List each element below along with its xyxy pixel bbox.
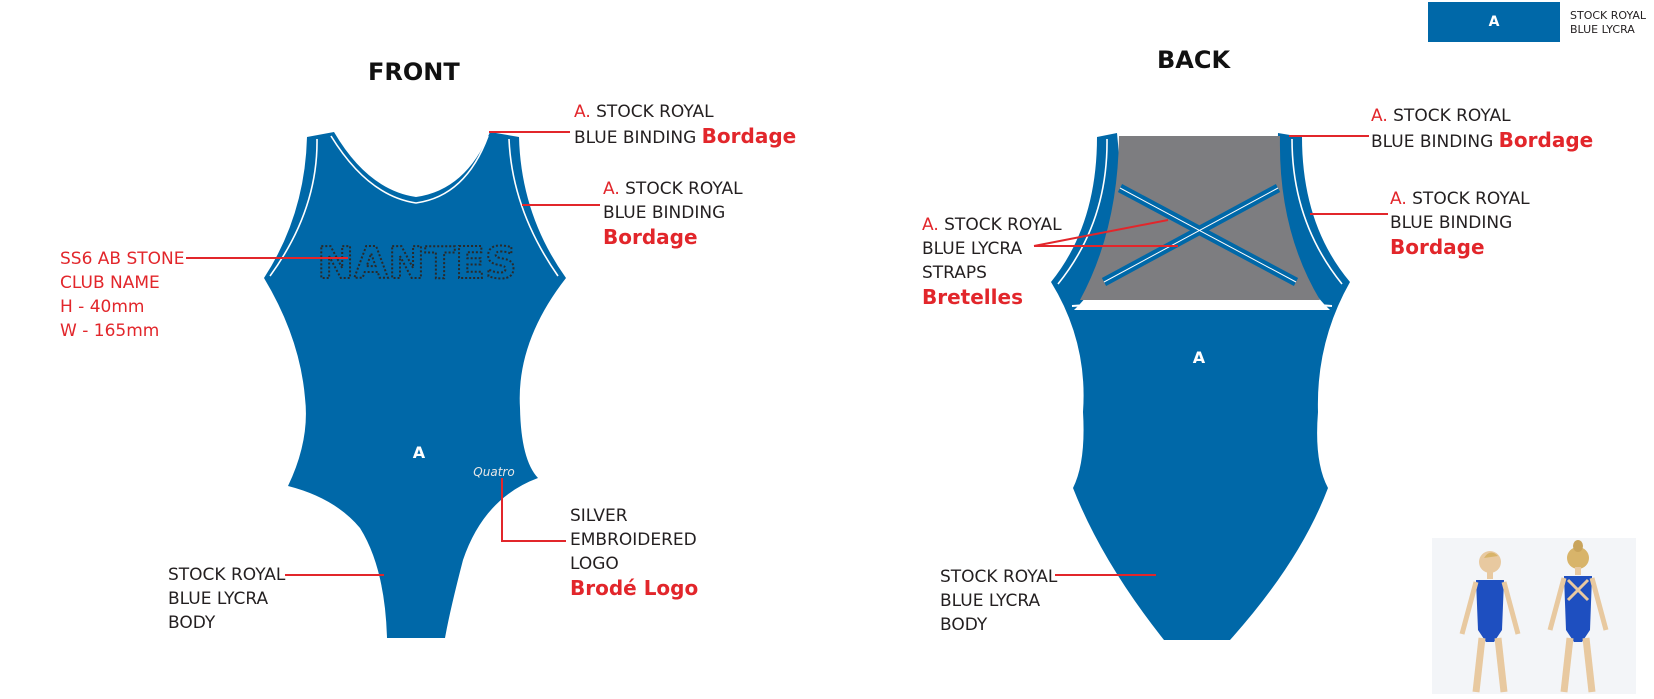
front-neck-line2: BLUE BINDING <box>574 128 697 148</box>
reference-photo-art <box>1459 540 1609 693</box>
swatch-code: A <box>1488 14 1500 30</box>
leader-back-straps-1 <box>1033 219 1169 247</box>
front-arm-line1: STOCK ROYAL <box>625 179 743 199</box>
front-logo-line2: EMBROIDERED <box>570 530 697 550</box>
back-leader-lines <box>1033 135 1388 576</box>
back-neck-line1: STOCK ROYAL <box>1393 106 1511 126</box>
front-leader-lines <box>186 131 600 576</box>
front-logo-line3: LOGO <box>570 554 619 574</box>
back-body-line2: BLUE LYCRA <box>940 591 1041 611</box>
front-neck-code: A. <box>574 102 591 122</box>
front-stone-line1: SS6 AB STONE <box>60 249 185 269</box>
back-title: BACK <box>1157 46 1231 74</box>
front-neck-binding-inner <box>335 132 486 196</box>
gymnast-front <box>1459 551 1521 693</box>
front-arm-binding-label: A. STOCK ROYAL BLUE BINDING Bordage <box>603 177 743 249</box>
swatch-label-line2: BLUE LYCRA <box>1570 23 1635 36</box>
back-body-line1: STOCK ROYAL <box>940 567 1058 587</box>
front-neck-line1: STOCK ROYAL <box>596 102 714 122</box>
front-arm-line2: BLUE BINDING <box>603 203 726 223</box>
gymnast-back <box>1547 540 1609 693</box>
back-neck-binding-label: A. STOCK ROYAL BLUE BINDING Bordage <box>1371 104 1593 154</box>
swatch-label: STOCK ROYAL BLUE LYCRA <box>1570 9 1646 37</box>
back-arm-line1: STOCK ROYAL <box>1412 189 1530 209</box>
front-neck-french: Bordage <box>701 124 797 148</box>
front-body-code: A <box>413 443 426 462</box>
back-body-code: A <box>1193 348 1206 367</box>
front-stone-line4: W - 165mm <box>60 321 160 341</box>
swatch-label-line1: STOCK ROYAL <box>1570 9 1646 22</box>
back-neck-line2: BLUE BINDING <box>1371 132 1494 152</box>
back-straps-line1: STOCK ROYAL <box>944 215 1062 235</box>
back-arm-french: Bordage <box>1390 235 1485 259</box>
back-cross-strap-1-edge <box>1119 187 1297 283</box>
back-left-arm-binding <box>1057 138 1108 285</box>
front-neck-binding <box>330 135 489 204</box>
front-body-line1: STOCK ROYAL <box>168 565 286 585</box>
back-body-line3: BODY <box>940 615 988 635</box>
front-title: FRONT <box>368 58 460 86</box>
front-body-line2: BLUE LYCRA <box>168 589 269 609</box>
back-arm-line2: BLUE BINDING <box>1390 213 1513 233</box>
back-body-shape <box>1051 133 1350 640</box>
back-lower-binding <box>1071 300 1333 307</box>
front-body-label: STOCK ROYAL BLUE LYCRA BODY <box>168 563 285 635</box>
front-arm-french: Bordage <box>603 225 698 249</box>
front-logo-line1: SILVER <box>570 506 628 526</box>
front-stone-label: SS6 AB STONE CLUB NAME H - 40mm W - 165m… <box>60 247 185 343</box>
front-body-shape <box>264 132 566 638</box>
front-neck-binding-label: A. STOCK ROYAL BLUE BINDING Bordage <box>574 100 796 150</box>
front-stone-line2: CLUB NAME <box>60 273 160 293</box>
back-straps-label: A. STOCK ROYAL BLUE LYCRA STRAPS Bretell… <box>922 213 1062 309</box>
back-body-label: STOCK ROYAL BLUE LYCRA BODY <box>940 565 1057 637</box>
back-neck-french: Bordage <box>1498 128 1594 152</box>
color-swatch-a: A <box>1428 2 1560 42</box>
back-arm-code: A. <box>1390 189 1407 209</box>
front-brand-logo: Quatro <box>473 465 514 479</box>
front-leotard: NANTES A Quatro <box>264 132 566 638</box>
front-logo-label: SILVER EMBROIDERED LOGO Brodé Logo <box>570 504 698 600</box>
back-arm-binding-label: A. STOCK ROYAL BLUE BINDING Bordage <box>1390 187 1530 259</box>
front-logo-french: Brodé Logo <box>570 576 699 600</box>
back-neck-code: A. <box>1371 106 1388 126</box>
back-straps-line2: BLUE LYCRA <box>922 239 1023 259</box>
front-body-line3: BODY <box>168 613 216 633</box>
back-straps-french: Bretelles <box>922 285 1023 309</box>
reference-photo <box>1432 538 1636 694</box>
front-left-arm-binding <box>269 138 318 277</box>
back-cross-strap-2-edge <box>1103 187 1279 283</box>
leader-front-logo <box>501 478 566 542</box>
back-right-arm-binding <box>1291 138 1343 285</box>
front-stone-line3: H - 40mm <box>60 297 145 317</box>
front-arm-code: A. <box>603 179 620 199</box>
front-right-arm-binding <box>508 138 559 277</box>
back-straps-line3: STRAPS <box>922 263 987 283</box>
back-leotard: A <box>1051 133 1350 640</box>
front-club-name-print: NANTES <box>317 238 516 289</box>
back-straps-code: A. <box>922 215 939 235</box>
